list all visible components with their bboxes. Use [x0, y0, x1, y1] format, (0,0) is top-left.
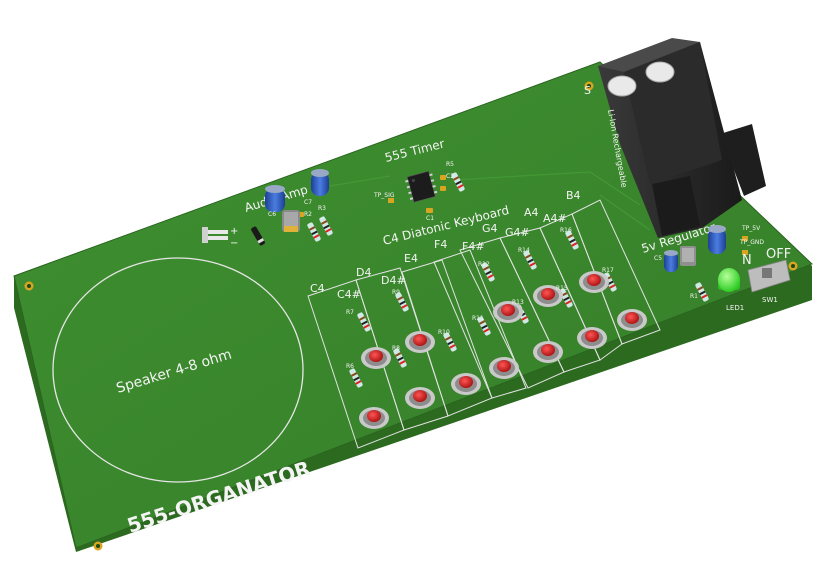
- svg-text:R8: R8: [392, 345, 400, 352]
- svg-text:R3: R3: [318, 205, 326, 212]
- resistor-r11: [477, 316, 491, 336]
- diode: [251, 226, 265, 246]
- battery-prefix: S: [584, 84, 591, 97]
- plus-mark: +: [230, 226, 238, 237]
- resistor-r14: [523, 250, 537, 270]
- tp-5v-label: TP_5V: [741, 225, 761, 232]
- svg-text:R12: R12: [478, 261, 490, 268]
- note-a4-sharp: A4#: [543, 212, 567, 225]
- button-sw3: [533, 285, 563, 307]
- svg-text:R15: R15: [556, 285, 568, 292]
- svg-text:C7: C7: [304, 199, 312, 206]
- svg-text:R16: R16: [560, 227, 572, 234]
- button-sw8: [405, 387, 435, 409]
- resistor-r6: [349, 368, 363, 388]
- svg-text:C6: C6: [268, 211, 276, 218]
- button-sw10: [451, 373, 481, 395]
- svg-text:R13: R13: [512, 299, 524, 306]
- svg-text:R10: R10: [438, 329, 450, 336]
- note-d4: D4: [356, 266, 371, 279]
- resistor-r2: [307, 222, 321, 242]
- svg-text:R9: R9: [392, 289, 400, 296]
- cap-c6: [265, 185, 285, 212]
- button-sw13: [617, 309, 647, 331]
- led-label: LED1: [726, 304, 744, 312]
- note-c4-sharp: C4#: [337, 288, 361, 301]
- svg-text:R7: R7: [346, 309, 354, 316]
- button-sw11: [489, 357, 519, 379]
- switch-on-label: N: [742, 253, 752, 268]
- note-labels: C4 C4# D4 D4# E4 F4 F4# G4 G4# A4 A4# B4: [310, 189, 581, 301]
- button-sw5: [579, 271, 609, 293]
- svg-text:C2: C2: [446, 173, 454, 180]
- resistor-r8: [393, 348, 407, 368]
- cap-reg: [708, 225, 726, 254]
- battery-contact-2: [645, 61, 675, 83]
- resistor-r3: [319, 216, 333, 236]
- speaker-header: + −: [202, 226, 238, 249]
- amp-transistor: [282, 210, 300, 232]
- resistor-r9: [395, 292, 409, 312]
- button-sw12: [493, 301, 523, 323]
- svg-text:R6: R6: [346, 363, 354, 370]
- resistor-r16: [565, 230, 579, 250]
- ref-designators: R7 R6 R9 R8 R10 R11 R12 R13 R14 R15 R16 …: [268, 161, 698, 370]
- tp-gnd-label: TP_GND: [739, 239, 764, 246]
- button-sw9: [405, 331, 435, 353]
- note-g4-sharp: G4#: [505, 226, 530, 239]
- svg-text:R2: R2: [304, 211, 312, 218]
- tp-sig-label: TP_SIG: [373, 192, 395, 199]
- minus-mark: −: [230, 238, 238, 249]
- note-f4: F4: [434, 238, 447, 251]
- voltage-regulator: [680, 246, 696, 266]
- resistor-r5: [451, 172, 465, 192]
- button-sw2: [533, 341, 563, 363]
- sw1-label: SW1: [762, 296, 778, 304]
- battery-contact-1: [607, 75, 637, 97]
- test-points: TP_SIG TP_5V TP_GND: [373, 192, 764, 255]
- resistor-r10: [443, 332, 457, 352]
- note-b4: B4: [566, 189, 581, 202]
- battery-holder: [598, 38, 766, 238]
- svg-text:R5: R5: [446, 161, 454, 168]
- note-f4-sharp: F4#: [462, 240, 485, 253]
- cap-reg-2: [664, 250, 678, 272]
- note-a4: A4: [524, 206, 539, 219]
- svg-text:R1: R1: [690, 293, 698, 300]
- electrolytic-caps: [265, 169, 726, 272]
- push-buttons: [359, 271, 647, 429]
- timer-ic: [405, 170, 438, 203]
- cap-c7: [311, 169, 329, 196]
- power-switch: N OFF SW1: [742, 247, 791, 304]
- speaker-outline: [52, 257, 304, 483]
- svg-text:R11: R11: [472, 315, 484, 322]
- svg-text:C5: C5: [654, 255, 662, 262]
- button-sw6: [359, 407, 389, 429]
- note-e4: E4: [404, 252, 418, 265]
- pcb-traces: [329, 171, 651, 231]
- svg-text:R14: R14: [518, 247, 530, 254]
- svg-text:R17: R17: [602, 267, 614, 274]
- button-sw4: [577, 327, 607, 349]
- note-g4: G4: [482, 222, 498, 235]
- resistor-r12: [481, 262, 495, 282]
- resistor-r7: [357, 312, 371, 332]
- key-outlines: [307, 199, 661, 449]
- svg-text:C1: C1: [426, 215, 434, 222]
- switch-off-label: OFF: [766, 247, 791, 262]
- note-d4-sharp: D4#: [381, 274, 406, 287]
- note-c4: C4: [310, 282, 325, 295]
- power-led: LED1: [718, 268, 744, 312]
- button-sw7: [361, 347, 391, 369]
- resistor-r1: [695, 282, 709, 302]
- mounting-holes: [24, 81, 798, 551]
